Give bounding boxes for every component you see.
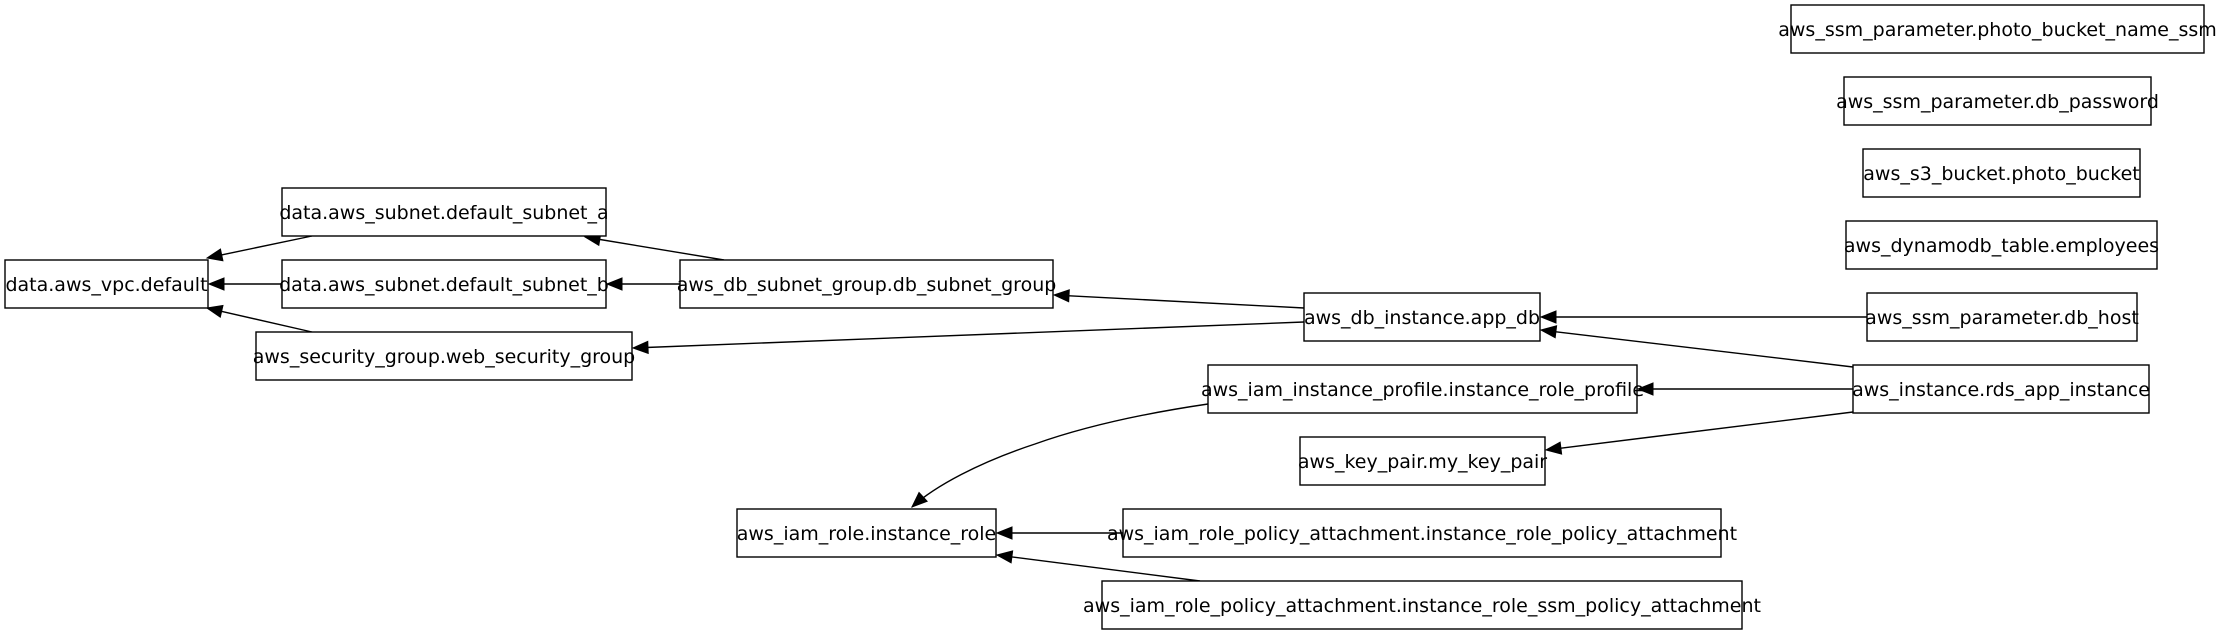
edge-rds_app_instance-to-app_db (1539, 325, 1854, 368)
edge-rds_app_instance-to-instance_profile (1636, 382, 1853, 396)
node-box (1207, 364, 1638, 414)
arrowhead (205, 304, 224, 319)
edge-ssm_db_host-to-app_db (1539, 310, 1867, 324)
node-ssm-policy-attach[interactable]: aws_iam_role_policy_attachment.instance_… (1083, 580, 1761, 630)
edge-line (911, 403, 1209, 508)
node-box (1299, 436, 1546, 486)
edge-policy_attach-to-iam_role (995, 526, 1123, 540)
node-instance-profile[interactable]: aws_iam_instance_profile.instance_role_p… (1201, 364, 1644, 414)
node-subnet-b[interactable]: data.aws_subnet.default_subnet_b (279, 259, 609, 309)
node-box (1303, 292, 1541, 342)
edge-ssm_policy_attach-to-iam_role (995, 550, 1201, 582)
node-box (4, 259, 209, 309)
arrowhead (205, 248, 224, 262)
edge-db_subnet_group-to-subnet_b (605, 277, 680, 291)
edge-instance_profile-to-iam_role (911, 403, 1209, 508)
arrowhead (1539, 310, 1557, 324)
node-box (1866, 292, 2138, 342)
arrowhead (1052, 289, 1070, 303)
node-label: aws_security_group.web_security_group (253, 346, 636, 368)
node-web-sg[interactable]: aws_security_group.web_security_group (253, 331, 636, 381)
node-label: aws_iam_instance_profile.instance_role_p… (1201, 379, 1644, 401)
node-rds-app-instance[interactable]: aws_instance.rds_app_instance (1852, 364, 2150, 414)
edge-db_subnet_group-to-subnet_a (583, 232, 725, 261)
arrowhead (1544, 441, 1563, 455)
node-box (1122, 508, 1722, 558)
edge-line (645, 321, 1305, 349)
node-s3-photo-bucket[interactable]: aws_s3_bucket.photo_bucket (1862, 148, 2141, 198)
arrowhead (911, 491, 928, 508)
node-box (1843, 76, 2152, 126)
arrowhead (1636, 382, 1654, 396)
edge-subnet_b-to-vpc_default (207, 277, 282, 291)
node-box (679, 259, 1054, 309)
edge-line (597, 238, 725, 261)
arrowhead (631, 340, 649, 355)
node-box (255, 331, 633, 381)
node-label: aws_iam_role.instance_role (737, 523, 997, 545)
arrowhead (605, 277, 623, 291)
edge-subnet_a-to-vpc_default (205, 235, 313, 262)
arrowhead (207, 277, 225, 291)
edge-app_db-to-db_subnet_group (1052, 289, 1305, 309)
edge-line (219, 310, 313, 333)
edge-app_db-to-web_sg (631, 321, 1305, 355)
node-label: aws_iam_role_policy_attachment.instance_… (1107, 523, 1737, 545)
node-label: aws_db_subnet_group.db_subnet_group (677, 274, 1057, 296)
node-box (1845, 220, 2158, 270)
edge-line (1066, 294, 1305, 309)
node-label: aws_key_pair.my_key_pair (1298, 451, 1547, 473)
node-label: data.aws_vpc.default (5, 274, 207, 296)
edge-line (1553, 330, 1854, 368)
node-label: aws_iam_role_policy_attachment.instance_… (1083, 595, 1761, 617)
node-subnet-a[interactable]: data.aws_subnet.default_subnet_a (279, 187, 609, 237)
node-box (1852, 364, 2150, 414)
node-policy-attach[interactable]: aws_iam_role_policy_attachment.instance_… (1107, 508, 1737, 558)
edge-line (219, 235, 313, 257)
arrowhead (995, 550, 1014, 564)
arrowhead (995, 526, 1013, 540)
node-app-db[interactable]: aws_db_instance.app_db (1303, 292, 1541, 342)
edge-line (1009, 555, 1201, 582)
node-box (1862, 148, 2141, 198)
node-db-subnet-group[interactable]: aws_db_subnet_group.db_subnet_group (677, 259, 1057, 309)
node-box (1101, 580, 1743, 630)
nodes-layer: data.aws_vpc.default data.aws_subnet.defa… (4, 4, 2217, 630)
node-label: aws_instance.rds_app_instance (1852, 379, 2150, 401)
node-label: aws_s3_bucket.photo_bucket (1863, 163, 2139, 185)
node-label: aws_ssm_parameter.db_password (1836, 91, 2159, 113)
node-iam-role[interactable]: aws_iam_role.instance_role (736, 508, 997, 558)
node-ssm-db-password[interactable]: aws_ssm_parameter.db_password (1836, 76, 2159, 126)
node-ssm-photo-bucket[interactable]: aws_ssm_parameter.photo_bucket_name_ssm (1778, 4, 2217, 54)
edge-web_sg-to-vpc_default (205, 304, 313, 333)
node-box (281, 259, 607, 309)
node-label: aws_ssm_parameter.photo_bucket_name_ssm (1778, 19, 2217, 41)
node-label: aws_ssm_parameter.db_host (1865, 307, 2139, 329)
node-key-pair[interactable]: aws_key_pair.my_key_pair (1298, 436, 1547, 486)
node-label: aws_db_instance.app_db (1304, 307, 1540, 329)
edge-rds_app_instance-to-key_pair (1544, 411, 1854, 455)
node-label: aws_dynamodb_table.employees (1844, 235, 2159, 257)
node-box (281, 187, 607, 237)
node-label: data.aws_subnet.default_subnet_a (279, 202, 608, 224)
node-label: data.aws_subnet.default_subnet_b (279, 274, 609, 296)
node-ssm-db-host[interactable]: aws_ssm_parameter.db_host (1865, 292, 2139, 342)
arrowhead (1539, 325, 1558, 339)
node-box (1790, 4, 2205, 54)
node-vpc-default[interactable]: data.aws_vpc.default (4, 259, 209, 309)
node-box (736, 508, 997, 558)
node-dynamodb-employees[interactable]: aws_dynamodb_table.employees (1844, 220, 2159, 270)
edge-line (1558, 411, 1854, 450)
